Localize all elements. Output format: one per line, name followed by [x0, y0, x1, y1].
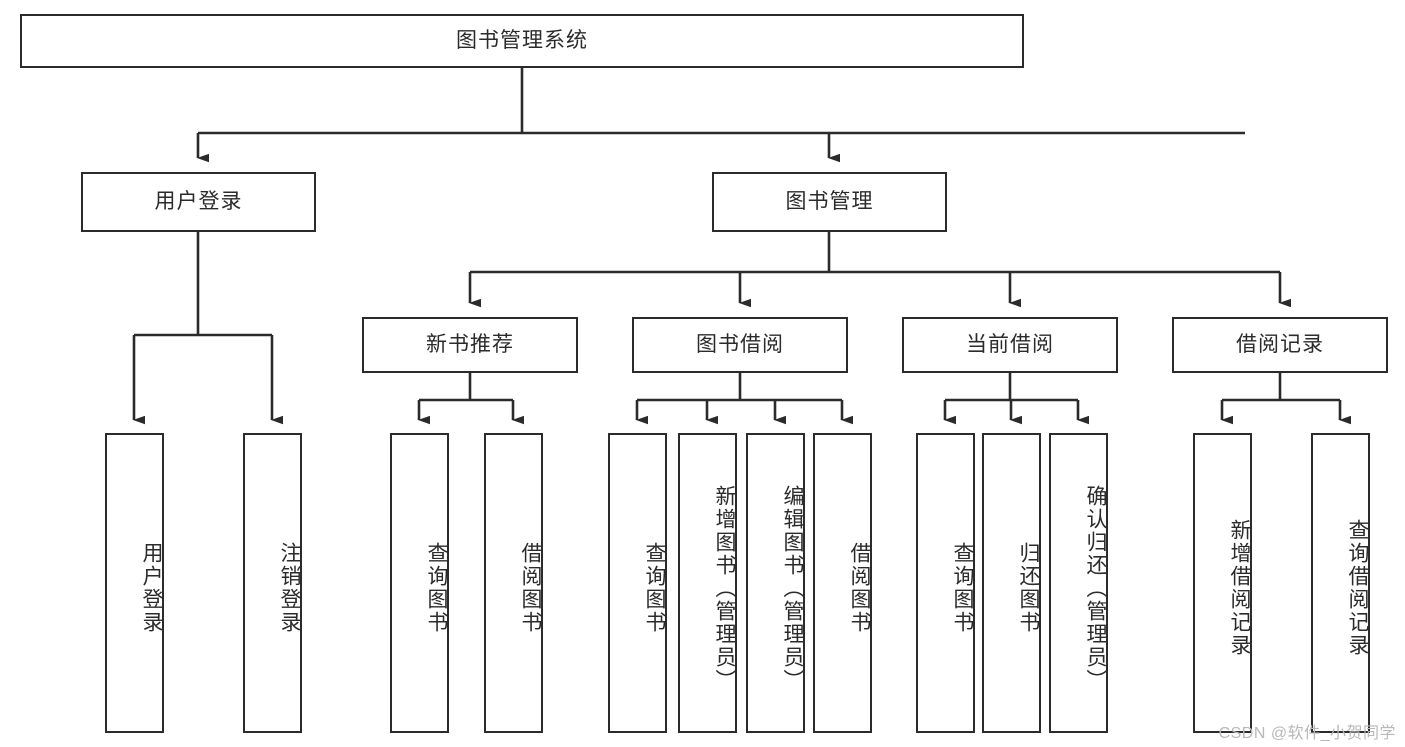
node-label: 用户登录 [154, 189, 243, 213]
csdn-watermark: CSDN @软件_小贺同学 [1218, 725, 1396, 742]
node-label: 新增借阅记录 [1228, 519, 1251, 657]
node-borrow-record[interactable]: 借阅记录 [1172, 317, 1388, 373]
node-leaf-query-book-1[interactable]: 查询图书 [390, 433, 449, 733]
node-label: 用户登录 [140, 542, 163, 634]
node-label: 借阅图书 [848, 542, 871, 634]
node-leaf-user-logout[interactable]: 注销登录 [243, 433, 302, 733]
node-label: 归还图书 [1017, 542, 1040, 634]
node-label: 查询图书 [643, 542, 666, 634]
node-label: 注销登录 [278, 542, 301, 634]
node-label: 借阅图书 [519, 542, 542, 634]
node-leaf-borrow-book-1[interactable]: 借阅图书 [484, 433, 543, 733]
node-label: 新增图书（管理员） [713, 484, 736, 692]
node-leaf-add-book[interactable]: 新增图书（管理员） [678, 433, 737, 733]
node-leaf-confirm-return[interactable]: 确认归还（管理员） [1049, 433, 1108, 733]
node-book-borrow[interactable]: 图书借阅 [632, 317, 848, 373]
node-label: 查询借阅记录 [1346, 519, 1369, 657]
node-root-system[interactable]: 图书管理系统 [20, 14, 1024, 68]
node-leaf-user-login[interactable]: 用户登录 [105, 433, 164, 733]
node-book-management[interactable]: 图书管理 [712, 172, 947, 232]
node-current-borrow[interactable]: 当前借阅 [902, 317, 1118, 373]
node-label: 借阅记录 [1236, 332, 1324, 356]
node-label: 图书借阅 [696, 332, 784, 356]
node-label: 新书推荐 [426, 332, 514, 356]
node-label: 图书管理 [785, 189, 874, 213]
node-leaf-query-record[interactable]: 查询借阅记录 [1311, 433, 1370, 733]
node-leaf-edit-book[interactable]: 编辑图书（管理员） [746, 433, 805, 733]
node-label: 当前借阅 [966, 332, 1054, 356]
node-label: 查询图书 [425, 542, 448, 634]
node-label: 查询图书 [951, 542, 974, 634]
node-new-book-recommend[interactable]: 新书推荐 [362, 317, 578, 373]
node-leaf-return-book[interactable]: 归还图书 [982, 433, 1041, 733]
node-label: 编辑图书（管理员） [781, 484, 804, 692]
node-user-login[interactable]: 用户登录 [81, 172, 316, 232]
node-leaf-borrow-book-2[interactable]: 借阅图书 [813, 433, 872, 733]
node-leaf-query-book-3[interactable]: 查询图书 [916, 433, 975, 733]
node-leaf-query-book-2[interactable]: 查询图书 [608, 433, 667, 733]
node-label: 图书管理系统 [456, 28, 588, 52]
node-label: 确认归还（管理员） [1084, 484, 1107, 692]
node-leaf-add-record[interactable]: 新增借阅记录 [1193, 433, 1252, 733]
